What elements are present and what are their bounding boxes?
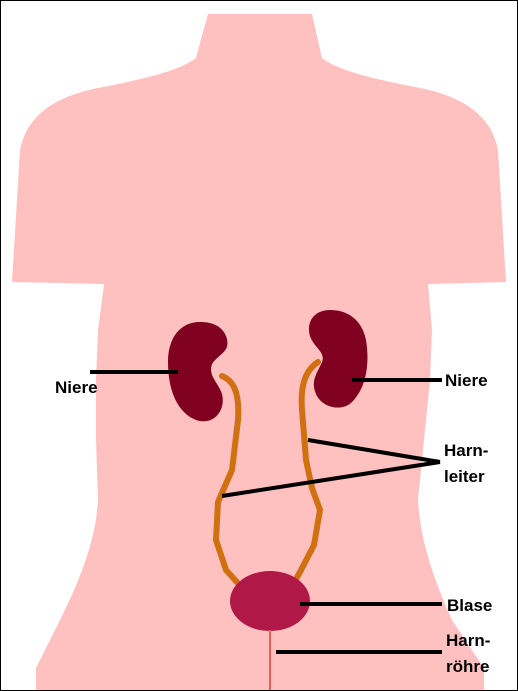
label-ureter-line1: Harn- (444, 441, 488, 460)
label-kidney-left: Niere (55, 378, 98, 397)
label-urethra-line1: Harn- (446, 631, 490, 650)
label-kidney-right: Niere (445, 371, 488, 390)
label-bladder: Blase (447, 596, 492, 615)
bladder-shape (230, 571, 310, 631)
label-urethra-line2: röhre (446, 657, 489, 676)
label-ureter-line2: leiter (444, 467, 485, 486)
